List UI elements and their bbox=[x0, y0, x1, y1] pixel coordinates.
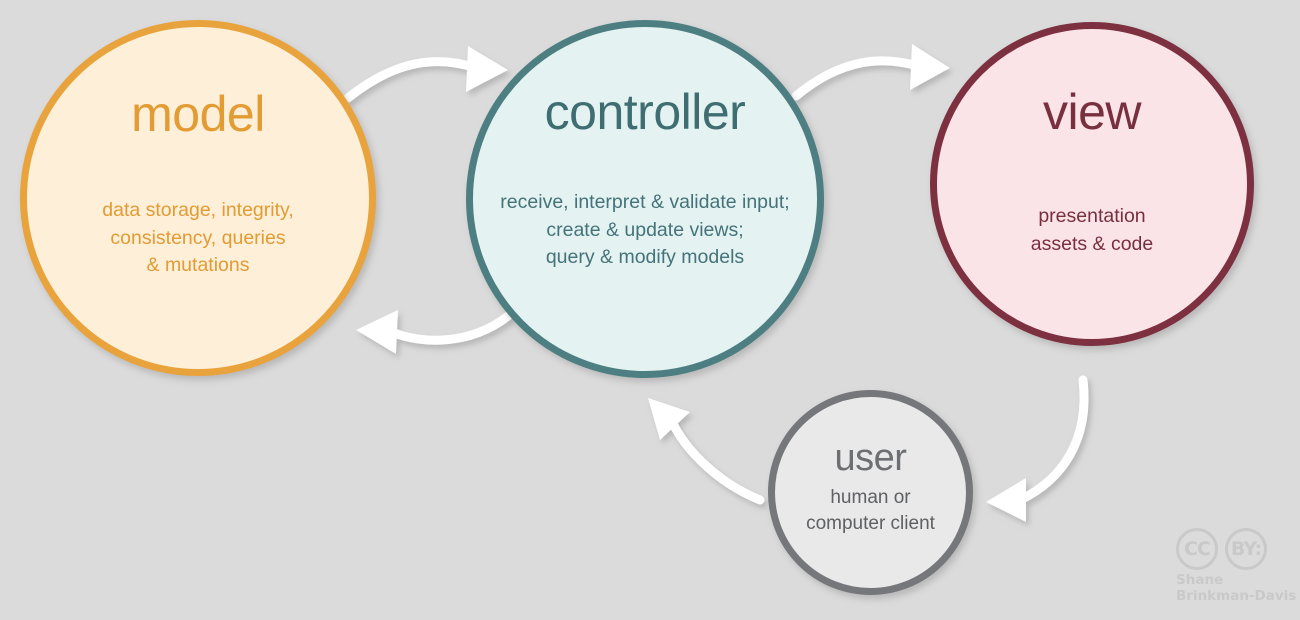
author-attribution-line-2: Brinkman-Davis bbox=[1176, 587, 1297, 604]
node-user-desc-line-2: computer client bbox=[806, 513, 935, 535]
arrow-view-to-user bbox=[986, 375, 1089, 522]
cc-marks: CC BY: bbox=[1176, 528, 1288, 570]
creative-commons-badge: CC BY: Shane Brinkman-Davis bbox=[1176, 528, 1297, 612]
author-attribution: Shane Brinkman-Davis bbox=[1176, 572, 1297, 604]
node-model-desc-line-3: & mutations bbox=[146, 254, 250, 277]
node-view-title: view bbox=[1042, 84, 1142, 140]
node-controller-desc-line-2: create & update views; bbox=[546, 218, 744, 241]
node-model[interactable]: model data storage, integrity, consisten… bbox=[20, 20, 376, 376]
node-model-description: data storage, integrity, consistency, qu… bbox=[102, 197, 294, 280]
node-user-title: user bbox=[834, 437, 907, 479]
author-attribution-line-1: Shane bbox=[1176, 572, 1224, 588]
arrow-model-to-controller bbox=[343, 46, 508, 103]
attribution-by-icon: BY: bbox=[1225, 528, 1267, 570]
creative-commons-icon: CC bbox=[1176, 528, 1218, 570]
node-view-desc-line-1: presentation bbox=[1038, 205, 1146, 227]
node-controller[interactable]: controller receive, interpret & validate… bbox=[466, 20, 824, 378]
node-model-desc-line-2: consistency, queries bbox=[110, 226, 286, 249]
node-model-title: model bbox=[131, 86, 265, 142]
node-model-desc-line-1: data storage, integrity, bbox=[102, 199, 294, 221]
arrow-controller-to-view bbox=[791, 44, 950, 101]
node-controller-desc-line-3: query & modify models bbox=[545, 246, 745, 269]
node-controller-description: receive, interpret & validate input; cre… bbox=[500, 189, 789, 272]
node-view[interactable]: view presentation assets & code bbox=[930, 22, 1254, 346]
node-user-description: human or computer client bbox=[806, 485, 935, 537]
node-controller-title: controller bbox=[544, 84, 746, 140]
node-user[interactable]: user human or computer client bbox=[768, 390, 973, 595]
node-controller-desc-line-1: receive, interpret & validate input; bbox=[500, 191, 790, 213]
node-view-description: presentation assets & code bbox=[1031, 203, 1153, 258]
node-view-desc-line-2: assets & code bbox=[1030, 232, 1154, 255]
node-user-desc-line-1: human or bbox=[830, 487, 911, 508]
arrow-controller-to-model bbox=[356, 310, 513, 354]
arrow-user-to-controller bbox=[648, 398, 765, 505]
